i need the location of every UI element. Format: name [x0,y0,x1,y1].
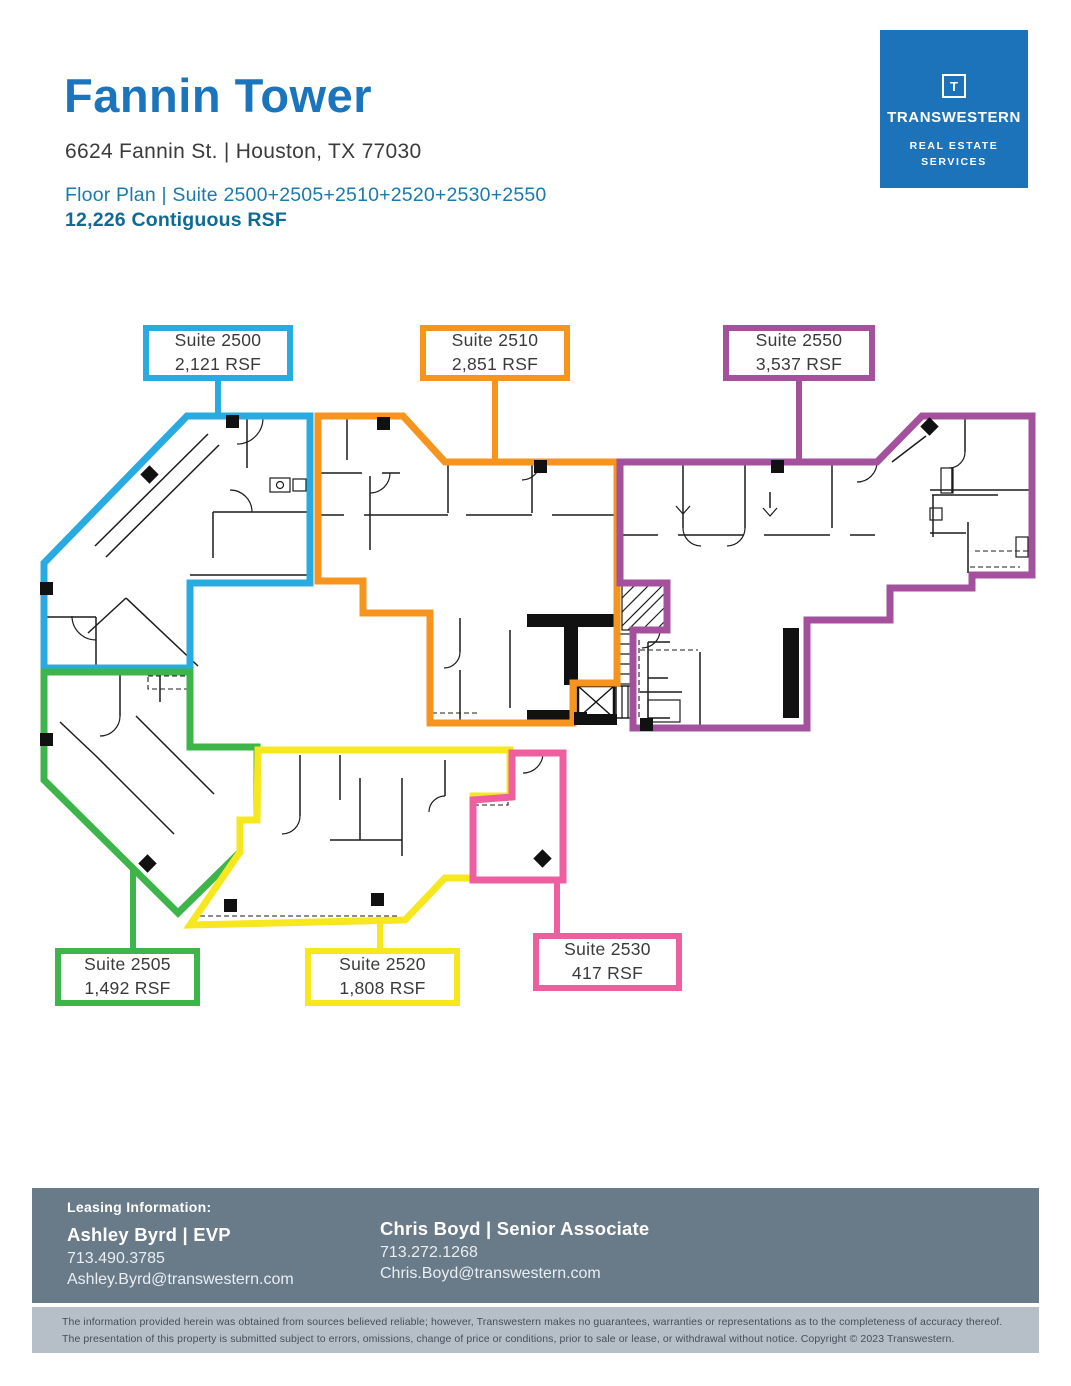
suite-2505-label-box: Suite 2505 1,492 RSF [55,948,200,1006]
property-address: 6624 Fannin St. | Houston, TX 77030 [65,140,422,163]
contact-name: Ashley Byrd | EVP [67,1224,231,1245]
logo-brand-text: TRANSWESTERN [887,109,1021,126]
interior-walls [46,418,1030,856]
suite-2520-label-box: Suite 2520 1,808 RSF [305,948,460,1006]
suite-label: Suite 2500 [174,330,262,351]
door-arcs [71,417,966,835]
contact-phone: 713.490.3785 [67,1250,165,1267]
logo-tagline-line2: SERVICES [921,156,987,168]
contact-email: Chris.Boyd@transwestern.com [380,1265,601,1282]
suite-label: Suite 2505 [84,954,171,975]
transwestern-monogram-icon: T [942,74,966,98]
suite-2500-outline [40,412,314,672]
suite-rsf: 3,537 RSF [755,354,843,374]
suite-label: Suite 2520 [339,954,426,975]
suite-rsf: 1,808 RSF [339,978,426,998]
suite-2520-outline [183,746,514,929]
leasing-contact: Ashley Byrd | EVP 713.490.3785 Ashley.By… [67,1224,294,1289]
suite-2530-outline [469,749,567,884]
suite-label: Suite 2550 [755,330,843,351]
suite-label: Suite 2530 [564,939,651,960]
suite-2530-label-box: Suite 2530 417 RSF [533,933,682,991]
floor-plan-drawing [40,369,1036,952]
suite-2550-label-box: Suite 2550 3,537 RSF [723,325,875,381]
suite-rsf: 2,851 RSF [451,354,539,374]
contiguous-rsf: 12,226 Contiguous RSF [65,209,287,231]
disclaimer-line1: The information provided herein was obta… [62,1316,1003,1328]
floor-plan-subtitle: Floor Plan | Suite 2500+2505+2510+2520+2… [65,184,547,206]
suite-label: Suite 2510 [451,330,539,351]
leasing-heading: Leasing Information: [67,1199,212,1215]
suite-rsf: 1,492 RSF [84,978,171,998]
suite-2550-outline [616,412,1036,732]
suite-rsf: 2,121 RSF [174,354,262,374]
leasing-contact: Chris Boyd | Senior Associate 713.272.12… [380,1218,649,1283]
contact-email: Ashley.Byrd@transwestern.com [67,1271,294,1288]
logo-tagline-line1: REAL ESTATE [909,140,999,152]
transwestern-logo: T TRANSWESTERN REAL ESTATE SERVICES [880,30,1028,188]
suite-rsf: 417 RSF [571,963,644,983]
suite-2500-label-box: Suite 2500 2,121 RSF [143,325,293,381]
contact-phone: 713.272.1268 [380,1244,478,1261]
dashed-walls [147,550,1028,917]
disclaimer-line2: The presentation of this property is sub… [62,1333,955,1345]
contact-name: Chris Boyd | Senior Associate [380,1218,650,1239]
suite-2510-outline [314,412,621,727]
core-walls [527,614,799,725]
fixtures [269,467,1029,723]
suite-2510-label-box: Suite 2510 2,851 RSF [420,325,570,381]
leasing-information-bar: Leasing Information: Ashley Byrd | EVP 7… [32,1188,1039,1303]
disclaimer-bar: The information provided herein was obta… [32,1307,1039,1353]
page-title: Fannin Tower [64,69,373,122]
columns [40,415,939,912]
